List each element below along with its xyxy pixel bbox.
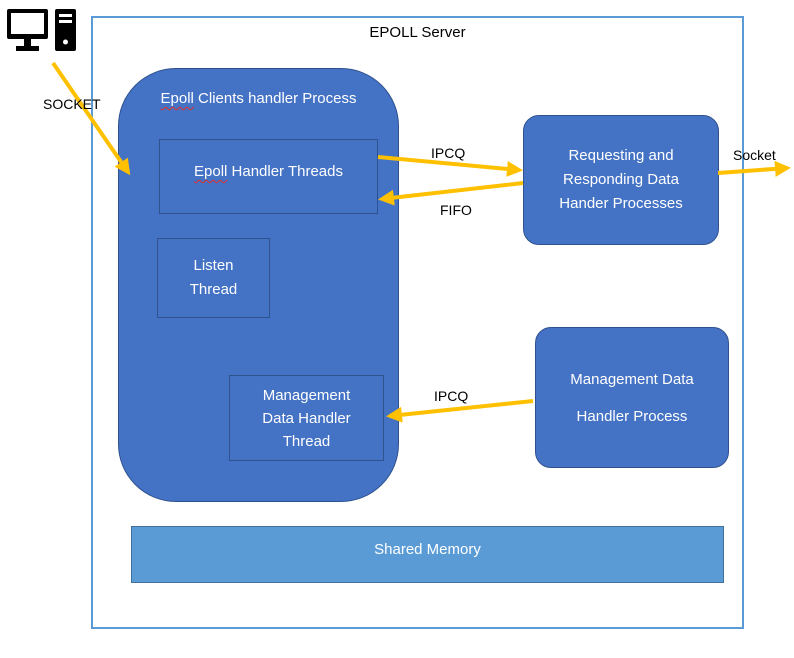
title-word-epoll: Epoll bbox=[160, 90, 194, 107]
requesting-responding-data-process: Requesting and Responding Data Hander Pr… bbox=[523, 115, 719, 245]
listen-thread-line1: Listen bbox=[193, 257, 234, 274]
epoll-threads-word-rest: Handler Threads bbox=[227, 163, 343, 180]
req-resp-line2: Responding Data bbox=[563, 171, 679, 188]
management-data-handler-process: Management Data Handler Process bbox=[535, 327, 729, 468]
epoll-handler-threads-box: Epoll Handler Threads bbox=[159, 139, 378, 214]
title-word-rest: Clients handler Process bbox=[193, 90, 357, 107]
epoll-threads-word-epoll: Epoll bbox=[194, 163, 228, 180]
management-data-handler-thread-box: Management Data Handler Thread bbox=[229, 375, 384, 461]
mgmt-process-line2: Handler Process bbox=[576, 407, 688, 425]
mgmt-thread-line1: Management bbox=[262, 386, 351, 404]
req-resp-line1: Requesting and bbox=[568, 147, 674, 164]
computer-icon bbox=[7, 9, 76, 51]
ipcq-top-arrow bbox=[377, 155, 523, 177]
ipcq-bottom-label: IPCQ bbox=[434, 388, 469, 404]
req-resp-line3: Hander Processes bbox=[559, 195, 683, 212]
mgmt-thread-line3: Thread bbox=[282, 432, 331, 450]
fifo-label: FIFO bbox=[440, 202, 472, 218]
socket-out-arrow bbox=[717, 160, 791, 177]
listen-thread-line2: Thread bbox=[189, 281, 238, 298]
mgmt-thread-line2: Data Handler bbox=[262, 409, 351, 427]
shared-memory-bar: Shared Memory bbox=[131, 526, 724, 583]
socket-in-arrow bbox=[51, 61, 131, 176]
ipcq-top-label: IPCQ bbox=[431, 145, 466, 161]
ipcq-bottom-arrow bbox=[386, 399, 534, 423]
socket-out-label: Socket bbox=[733, 147, 776, 163]
mgmt-process-line1: Management Data bbox=[570, 370, 694, 388]
listen-thread-box: Listen Thread bbox=[157, 238, 270, 318]
server-title: EPOLL Server bbox=[369, 24, 466, 41]
clients-handler-process-title: Epoll Clients handler Process bbox=[118, 90, 399, 107]
socket-in-label: SOCKET bbox=[43, 96, 101, 112]
fifo-arrow bbox=[378, 181, 524, 206]
epoll-server-frame bbox=[91, 16, 744, 629]
